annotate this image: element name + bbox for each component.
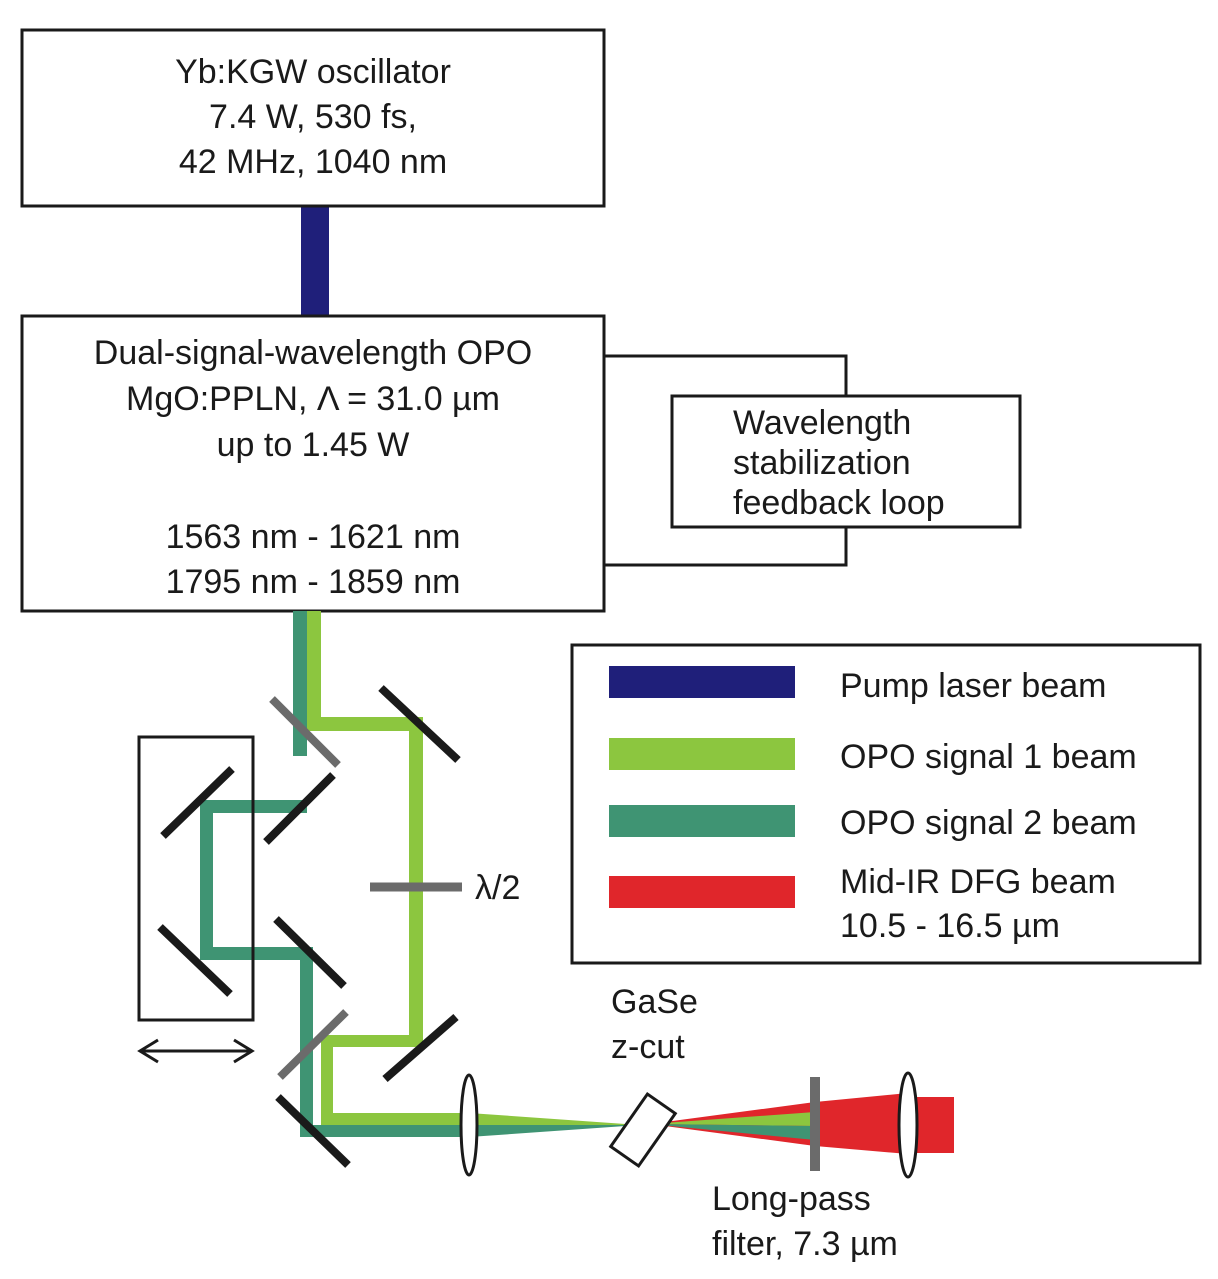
mirror-signal1-top bbox=[378, 685, 461, 763]
midir-beam-after-filter bbox=[815, 1093, 908, 1154]
signal2-beam-v-delay bbox=[200, 800, 213, 960]
oscillator-line-3: 42 MHz, 1040 nm bbox=[179, 143, 447, 181]
legend-box: Pump laser beam OPO signal 1 beam OPO si… bbox=[570, 643, 1202, 965]
beam-paths bbox=[200, 611, 954, 1154]
mirror-delay-upper bbox=[160, 766, 235, 839]
feedback-loop-line-top bbox=[604, 354, 848, 396]
feedback-line-3: feedback loop bbox=[733, 484, 945, 522]
opo-box: Dual-signal-wavelength OPO MgO:PPLN, Λ =… bbox=[20, 314, 606, 613]
signal2-beam-diverge bbox=[650, 1124, 815, 1140]
signal1-beam-v3 bbox=[321, 1035, 333, 1125]
signal1-beam-v2 bbox=[409, 717, 423, 1047]
signal1-beam-h2 bbox=[321, 1035, 423, 1047]
optics bbox=[157, 685, 919, 1179]
delay-stage-box bbox=[137, 735, 255, 1022]
dichroic-mirror-1 bbox=[269, 696, 341, 768]
opo-line-3: up to 1.45 W bbox=[217, 426, 410, 464]
signal1-beam-h3 bbox=[321, 1113, 469, 1125]
crystal-label-1: GaSe bbox=[611, 983, 698, 1021]
opo-line-1: Dual-signal-wavelength OPO bbox=[94, 334, 532, 372]
crystal-label-2: z-cut bbox=[611, 1028, 685, 1066]
signal1-beam-out bbox=[307, 611, 321, 731]
feedback-box: Wavelength stabilization feedback loop bbox=[670, 394, 1022, 529]
collimating-lens bbox=[897, 1071, 919, 1179]
oscillator-box: Yb:KGW oscillator 7.4 W, 530 fs, 42 MHz,… bbox=[20, 28, 606, 208]
pump-beam bbox=[301, 206, 329, 316]
oscillator-line-2: 7.4 W, 530 fs, bbox=[209, 98, 417, 136]
legend-label-midir-2: 10.5 - 16.5 µm bbox=[840, 907, 1060, 945]
opo-line-2: MgO:PPLN, Λ = 31.0 µm bbox=[126, 380, 500, 418]
opo-line-5: 1795 nm - 1859 nm bbox=[166, 563, 461, 601]
legend-label-signal1: OPO signal 1 beam bbox=[840, 738, 1137, 776]
mirror-signal2-lower bbox=[273, 916, 347, 989]
legend-label-midir-1: Mid-IR DFG beam bbox=[840, 863, 1116, 901]
signal2-beam-v3 bbox=[300, 947, 313, 1137]
signal2-beam-h3 bbox=[300, 1125, 469, 1137]
gase-crystal bbox=[608, 1091, 678, 1169]
dichroic-mirror-2 bbox=[277, 1009, 349, 1080]
legend-swatch-midir bbox=[609, 876, 795, 908]
mirror-delay-lower bbox=[157, 924, 233, 997]
legend-label-pump: Pump laser beam bbox=[840, 667, 1106, 705]
halfwave-label: λ/2 bbox=[475, 869, 520, 907]
legend-swatch-pump bbox=[609, 666, 795, 698]
filter-label-1: Long-pass bbox=[712, 1180, 871, 1218]
feedback-line-2: stabilization bbox=[733, 444, 911, 482]
focusing-lens bbox=[459, 1073, 479, 1177]
double-arrow-icon bbox=[137, 1038, 255, 1064]
mirror-signal2-upper bbox=[263, 772, 336, 845]
legend-swatch-signal1 bbox=[609, 738, 795, 770]
signal1-beam-h1 bbox=[307, 717, 423, 731]
filter-label-2: filter, 7.3 µm bbox=[712, 1225, 898, 1263]
mirror-combined bbox=[275, 1094, 351, 1168]
feedback-line-1: Wavelength bbox=[733, 404, 911, 442]
signal2-beam-h2 bbox=[200, 947, 313, 960]
mirror-signal1-bottom bbox=[382, 1013, 459, 1083]
legend-label-signal2: OPO signal 2 beam bbox=[840, 804, 1137, 842]
legend-swatch-signal2 bbox=[609, 805, 795, 837]
signal1-beam-diverge bbox=[650, 1112, 815, 1126]
signal1-beam-focus bbox=[469, 1113, 640, 1125]
oscillator-line-1: Yb:KGW oscillator bbox=[175, 53, 451, 91]
longpass-filter bbox=[810, 1077, 820, 1171]
opo-line-4: 1563 nm - 1621 nm bbox=[166, 518, 461, 556]
feedback-loop-line-bottom bbox=[604, 527, 848, 567]
signal2-beam-focus bbox=[469, 1125, 640, 1137]
